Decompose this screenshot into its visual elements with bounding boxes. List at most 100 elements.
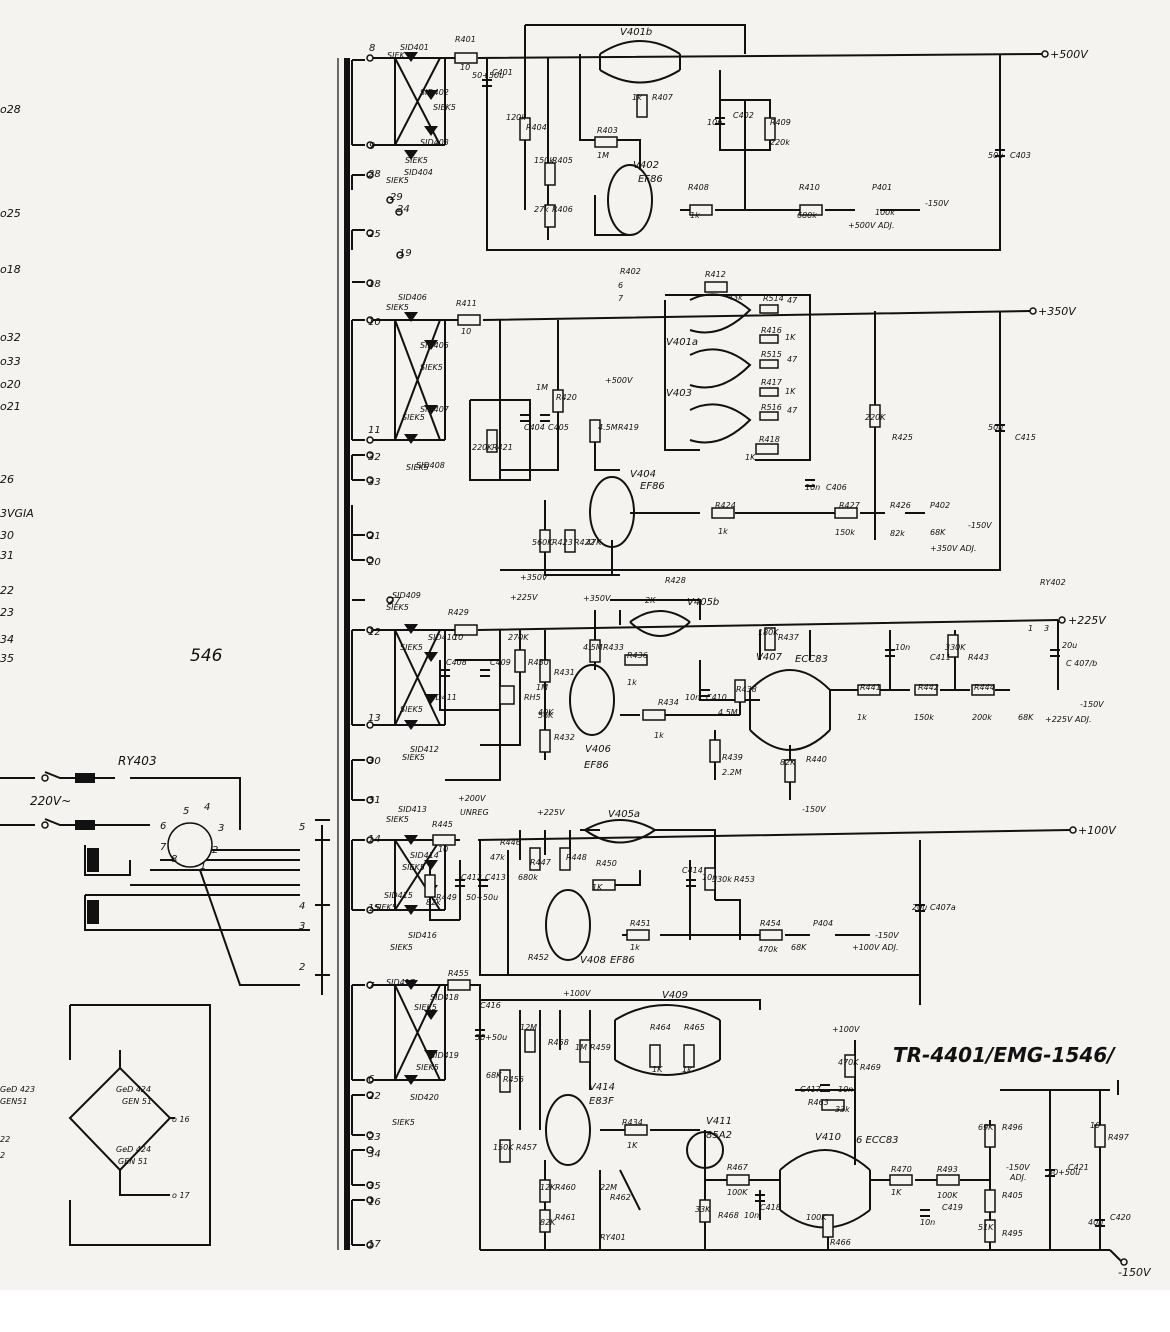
component-label: 10n (744, 1211, 759, 1220)
component-label: R425 (892, 433, 913, 442)
diode-label: SID413 (398, 805, 427, 814)
bridge-label: GEN 51 (118, 1157, 148, 1166)
transformer-pin: 23 (368, 1132, 381, 1143)
component-label: R421 (492, 443, 513, 452)
bridge-label: GEN 51 (122, 1097, 152, 1106)
transformer-pin: 30 (368, 756, 381, 767)
primary-pin: 4 (299, 901, 305, 912)
component-label: R445 (432, 820, 453, 829)
tube-label: V401a (666, 337, 698, 348)
component-label: 20u (1062, 641, 1077, 650)
transformer-pin: 15 (368, 903, 381, 914)
tube-v406 (569, 664, 615, 736)
component-label: R433 (603, 643, 624, 652)
component-label: -150V (1006, 1163, 1030, 1172)
component-label: C420 (1110, 1213, 1131, 1222)
component-label: R407 (652, 93, 674, 102)
tube-v405b (629, 610, 691, 637)
transformer-pin: 28 (368, 169, 381, 180)
component-label: 12K (540, 1183, 556, 1192)
component-label: 470k (758, 945, 778, 954)
component-label: 1k (630, 943, 640, 952)
component-label: 12M (520, 1023, 537, 1032)
component-label: R493 (937, 1165, 958, 1174)
component-label: R401 (455, 35, 476, 44)
transformer-pin: 19 (399, 248, 412, 259)
component-label: +350V (583, 594, 611, 603)
transformer-pin: 24 (397, 204, 410, 215)
diode-label: SIEK5 (402, 413, 425, 422)
component-label: 47K (586, 538, 602, 547)
tube-v411 (686, 1131, 724, 1169)
tube-label: ECC83 (795, 654, 828, 665)
diode-label: SIEK5 (386, 815, 409, 824)
tube-v409 (614, 1004, 721, 1076)
left-edge-label: 22 (0, 584, 14, 597)
transformer-pin: 13 (368, 713, 381, 724)
wiring (429, 24, 1123, 1263)
component-label: R448 (566, 853, 587, 862)
component-label: C401 (492, 68, 513, 77)
component-label: R412 (705, 270, 726, 279)
transformer-pin: 12 (368, 627, 381, 638)
component-label: R429 (448, 608, 469, 617)
component-label: R463 (808, 1098, 829, 1107)
tube-v410 (779, 1149, 871, 1229)
left-edge-label: 34 (0, 633, 14, 646)
component-label: 1K (891, 1188, 902, 1197)
transformer-pin: 20 (368, 557, 381, 568)
tube-label: V404 (630, 469, 656, 480)
primary-pin: 2 (299, 962, 305, 973)
diode-label: SIEK5 (392, 1118, 415, 1127)
component-label: R447 (530, 858, 552, 867)
rail-labels: +500V+350V+225V+100V-150V (1038, 48, 1152, 1279)
component-label: C410 (706, 693, 727, 702)
component-label: R462 (610, 1193, 631, 1202)
component-label: C416 (480, 1001, 501, 1010)
component-label: R411 (456, 299, 477, 308)
bridge-label: GEN51 (0, 1097, 27, 1106)
component-label: 470K (838, 1058, 859, 1067)
component-label: R459 (590, 1043, 611, 1052)
tube-label: V407 (756, 652, 783, 663)
component-label: R432 (554, 733, 575, 742)
tube-label: EF86 (610, 955, 635, 966)
left-edge-label: 26 (0, 473, 14, 486)
diode-label: SIEK5 (374, 903, 397, 912)
component-label: 10n (707, 118, 722, 127)
component-label: 43k (728, 293, 743, 302)
component-label: R470 (891, 1165, 912, 1174)
component-label: 1k (718, 527, 728, 536)
margin (0, 1290, 1170, 1332)
component-label: R416 (761, 326, 782, 335)
component-label: R466 (830, 1238, 851, 1247)
component-label: C407a (930, 903, 956, 912)
transformer-pin: 35 (368, 1181, 381, 1192)
diode-label: SIEK5 (386, 603, 409, 612)
diode-label: SID402 (420, 88, 449, 97)
component-label: 1K (592, 883, 603, 892)
left-edge-label: o20 (0, 378, 21, 391)
component-label: 69K (978, 1123, 994, 1132)
component-label: C415 (1015, 433, 1036, 442)
transformer-pin: 32 (368, 452, 381, 463)
tube-v402 (607, 164, 653, 236)
component-label: R468 (718, 1211, 739, 1220)
component-label: 2K (645, 596, 656, 605)
component-label: 150k (914, 713, 934, 722)
diode-label: SID416 (408, 931, 437, 940)
component-label: 1K (745, 453, 756, 462)
tube-v404 (589, 476, 635, 548)
bridge-label: GeD 423 (0, 1085, 35, 1094)
transformer-pin: 8 (369, 43, 375, 54)
component-label: 10n (702, 873, 717, 882)
component-label: 1K (627, 1141, 638, 1150)
component-label: 100K (727, 1188, 748, 1197)
component-label: C409 (490, 658, 511, 667)
diode-label: SIEK5 (402, 753, 425, 762)
diode-label: SIEK5 (433, 103, 456, 112)
tube-label: V410 (815, 1132, 841, 1143)
